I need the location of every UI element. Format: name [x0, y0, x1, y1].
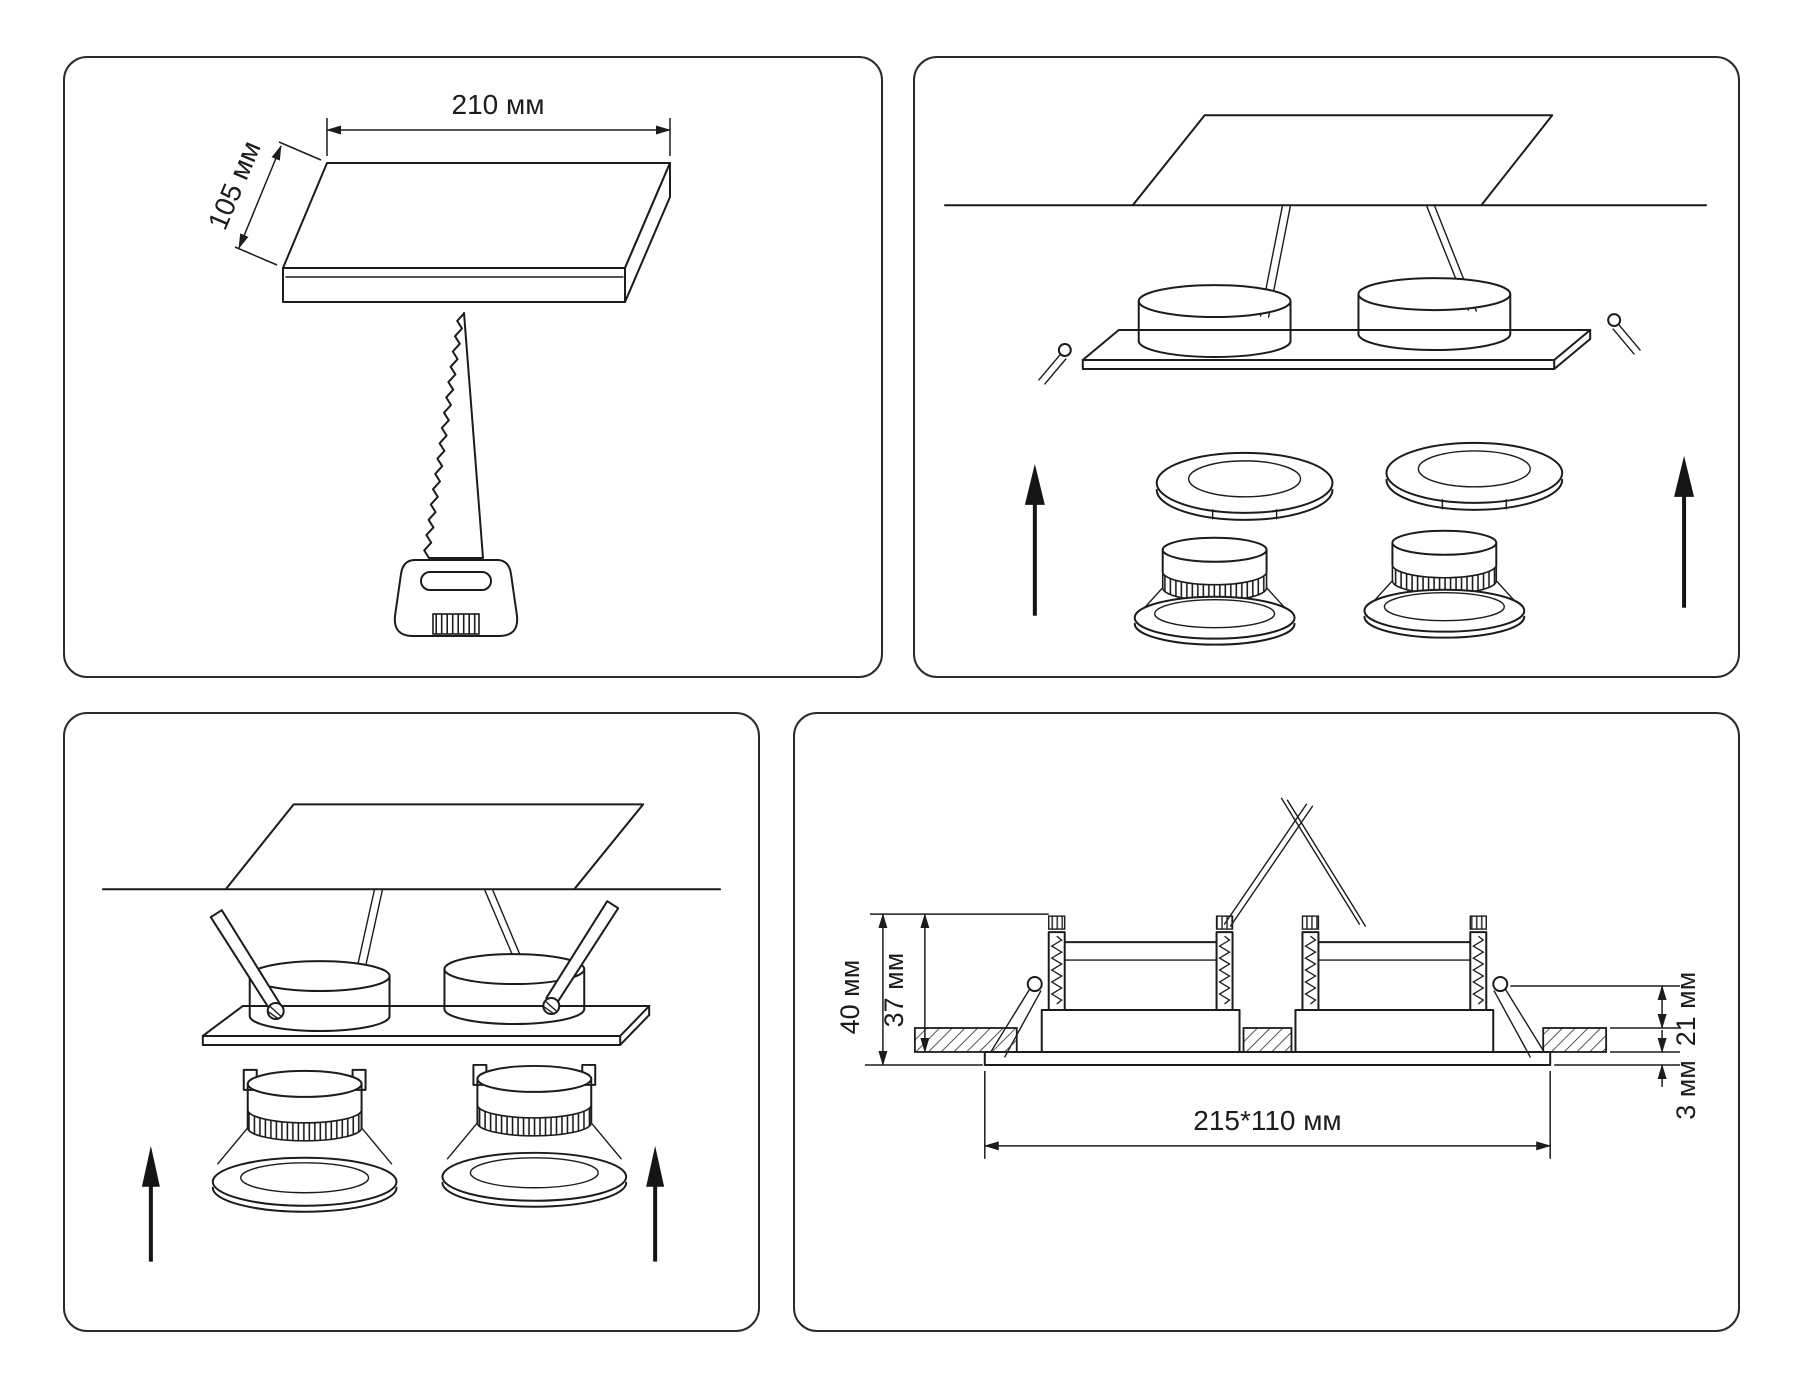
- fixture-plate: [1081, 329, 1592, 370]
- ceiling-slab: [282, 162, 671, 303]
- spring-clip-right: [542, 900, 620, 1016]
- up-arrow-icon-left: [141, 1145, 160, 1262]
- trim-ring-left: [1155, 451, 1334, 521]
- up-arrow-icon-right: [1674, 455, 1695, 608]
- dimension-recess: 21 мм: [1510, 972, 1701, 1047]
- ceiling-plane: [101, 803, 722, 891]
- dim-flange-label: 3 мм: [1671, 1060, 1701, 1120]
- panel-cutout-size: 210 мм 105 мм: [63, 56, 883, 678]
- mounting-screw-right: [1607, 313, 1641, 355]
- lamp-housing-left: [1137, 284, 1292, 358]
- handsaw-icon: [393, 312, 519, 637]
- gx53-lamp-right: [1363, 529, 1526, 639]
- ceiling-plane: [943, 114, 1708, 207]
- spring-clip-left: [209, 909, 285, 1021]
- cutout-drawing: 210 мм 105 мм: [202, 89, 671, 637]
- up-arrow-icon-left: [1024, 463, 1045, 616]
- pivot-clip-left: [990, 976, 1043, 1058]
- panel-clip-mounting: [63, 712, 760, 1332]
- dimension-total-height: 40 мм: [835, 913, 1049, 1066]
- power-cables: [1223, 797, 1367, 927]
- dim-body-height-label: 37 мм: [879, 953, 909, 1028]
- trim-flange: [983, 1050, 1552, 1066]
- pivot-clip-right: [1492, 976, 1545, 1058]
- panel-exploded-view: [913, 56, 1740, 678]
- lamp-housing-left: [248, 960, 391, 1032]
- trim-ring-right: [1385, 441, 1564, 511]
- gx53-lamp-left: [1133, 536, 1296, 646]
- power-cables: [355, 888, 526, 972]
- dim-cutout-size-label: 215*110 мм: [1193, 1105, 1341, 1136]
- clips-drawing: [101, 803, 722, 1262]
- dimension-flange: 3 мм: [1554, 1029, 1701, 1120]
- section-drawing: 40 мм 37 мм 21 мм 3 мм: [835, 797, 1701, 1159]
- lamp-with-trim-right: [441, 1063, 628, 1208]
- housing-section-left: [1040, 915, 1241, 1053]
- fixture-plate: [201, 1005, 651, 1046]
- up-arrow-icon-right: [646, 1145, 665, 1262]
- housing-section-right: [1294, 915, 1495, 1053]
- dim-depth-label: 105 мм: [202, 136, 267, 234]
- dimension-cutout-size: 215*110 мм: [983, 1070, 1552, 1159]
- mounting-screw-left: [1038, 343, 1072, 385]
- dimension-body-height: 37 мм: [879, 913, 930, 1053]
- panel-cross-section: 40 мм 37 мм 21 мм 3 мм: [793, 712, 1740, 1332]
- lamp-with-trim-left: [211, 1068, 398, 1213]
- dimension-width: 210 мм: [326, 89, 671, 156]
- dim-width-label: 210 мм: [452, 89, 545, 120]
- lamp-housing-right: [443, 953, 586, 1025]
- ceiling-section-hatch: [913, 1027, 1608, 1053]
- dim-total-height-label: 40 мм: [835, 960, 865, 1035]
- exploded-drawing: [943, 114, 1708, 646]
- lamp-housing-right: [1357, 277, 1512, 352]
- dim-recess-label: 21 мм: [1671, 972, 1701, 1047]
